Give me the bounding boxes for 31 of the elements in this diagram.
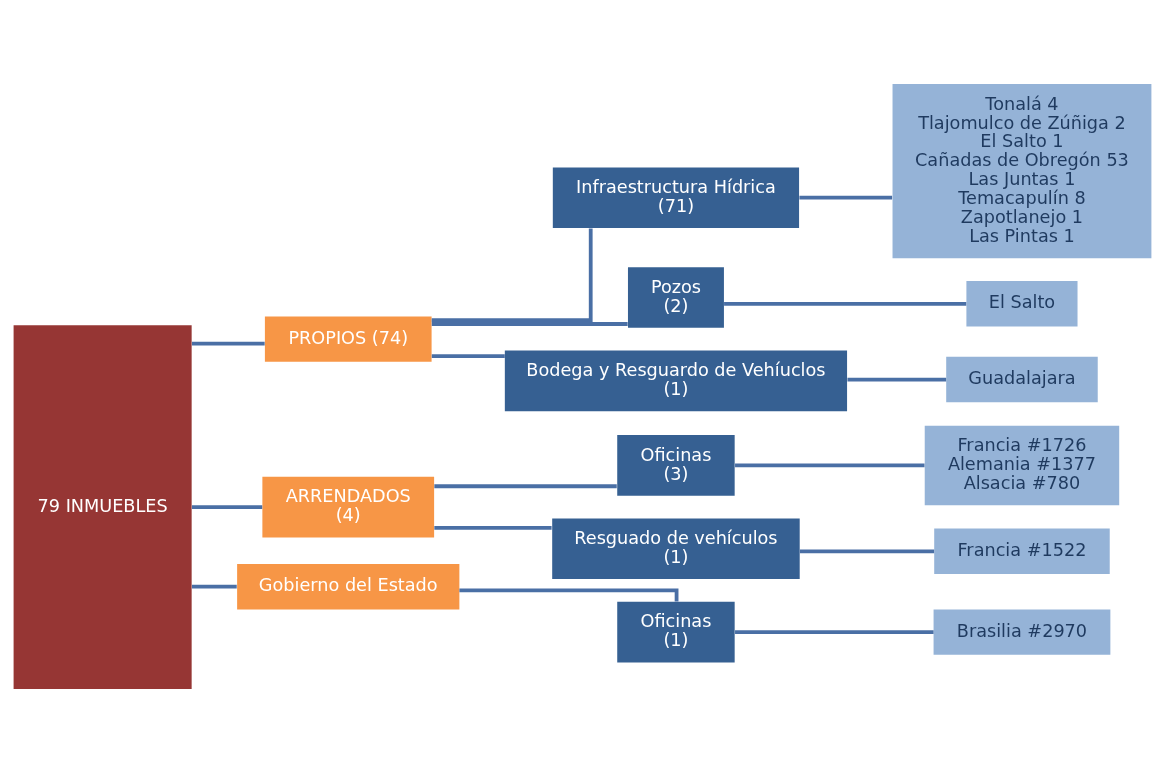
node-box: Oficinas (1) (617, 601, 735, 663)
connector (459, 588, 679, 602)
connector (192, 341, 265, 346)
connector (434, 526, 552, 530)
connector (799, 549, 935, 554)
connector (431, 322, 628, 326)
connector (735, 630, 934, 634)
node-box: PROPIOS (74) (264, 316, 432, 362)
connector (735, 463, 925, 468)
connector (799, 195, 893, 200)
connector (192, 584, 237, 589)
connector (434, 484, 617, 489)
node-box: Brasilia #2970 (933, 609, 1111, 655)
node-box: Francia #1522 (934, 528, 1110, 575)
connector (724, 301, 967, 306)
node-box: Bodega y Resguardo de Vehíuclos (1) (504, 350, 848, 412)
node-box: 79 INMUEBLES (13, 325, 192, 689)
node-box: Pozos (2) (627, 267, 724, 328)
connector (192, 505, 263, 509)
node-box: ARRENDADOS (4) (262, 476, 435, 538)
node-box: Oficinas (3) (617, 435, 735, 496)
connector (847, 377, 947, 382)
node-box: Guadalajara (946, 356, 1098, 403)
node-box: Resguado de vehículos (1) (552, 518, 800, 580)
node-box: Tonalá 4 Tlajomulco de Zúñiga 2 El Salto 1 Cañadas de Obregón 53 Las Juntas 1 Temacapulín 8 Zapotlanejo 1 Las Pintas 1 (892, 84, 1152, 259)
node-box: El Salto (966, 281, 1078, 327)
node-box: Francia #1726 Alemania #1377 Alsacia #780 (924, 425, 1120, 506)
connector (431, 228, 593, 323)
node-box: Infraestructura Hídrica (71) (552, 167, 800, 228)
connector (431, 354, 505, 359)
node-box: Gobierno del Estado (237, 563, 460, 610)
